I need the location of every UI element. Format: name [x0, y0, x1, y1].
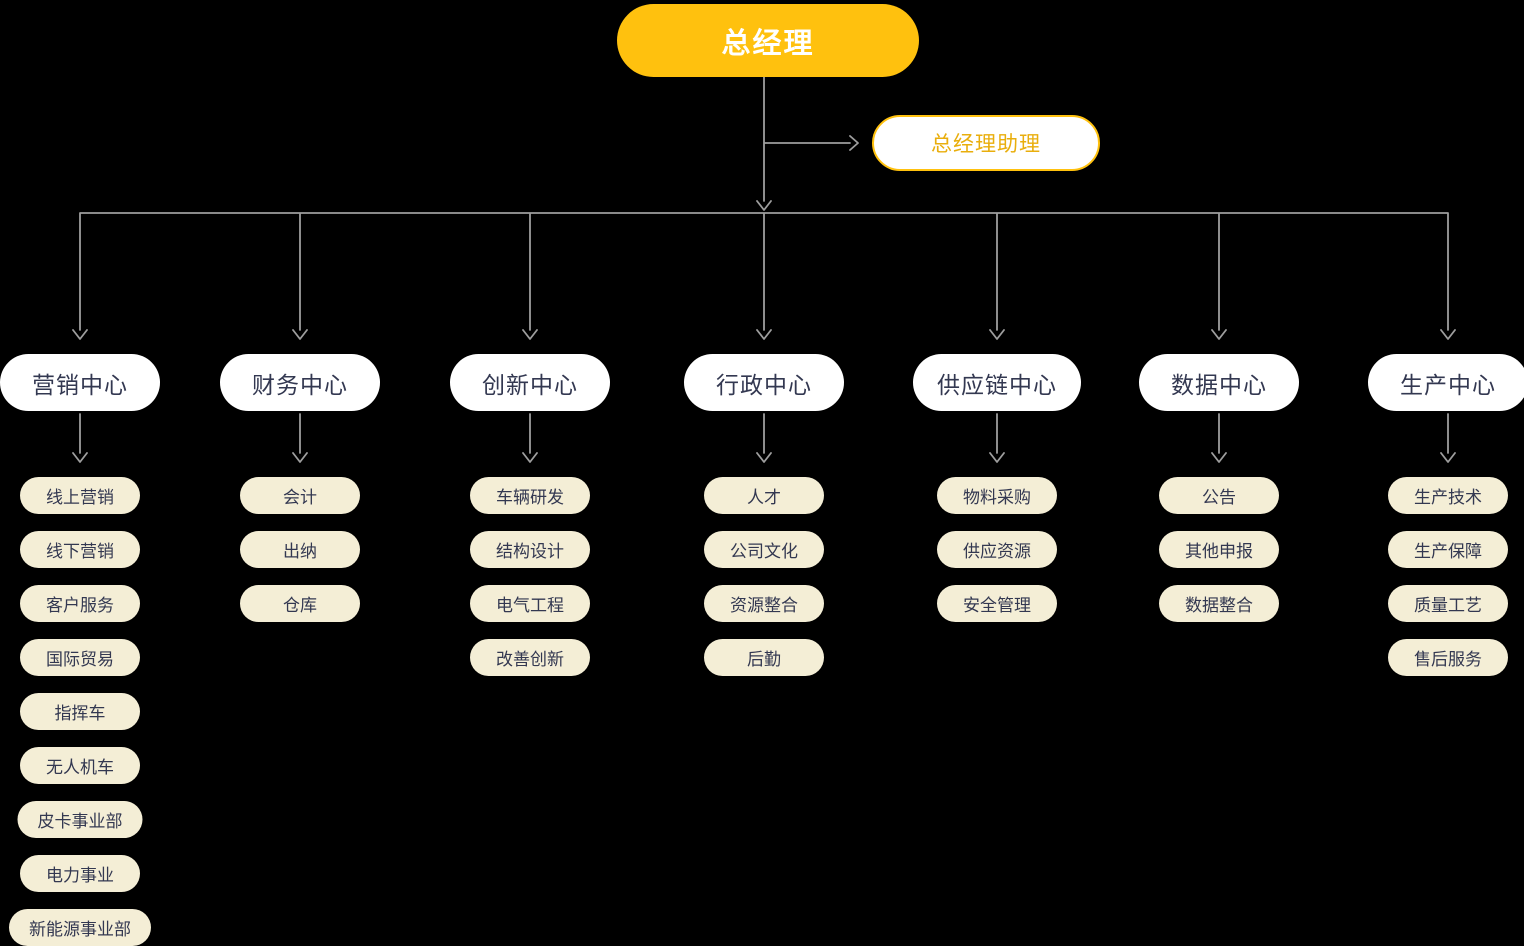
- sub-department-pill[interactable]: 新能源事业部: [9, 909, 151, 946]
- sub-department-pill[interactable]: 车辆研发: [470, 477, 590, 514]
- department-pill[interactable]: 营销中心: [0, 354, 160, 411]
- sub-department-pill[interactable]: 安全管理: [937, 585, 1057, 622]
- sub-department-pill[interactable]: 质量工艺: [1388, 585, 1508, 622]
- sub-department-pill[interactable]: 线下营销: [20, 531, 140, 568]
- sub-department-pill[interactable]: 出纳: [240, 531, 360, 568]
- root-node[interactable]: 总经理: [617, 4, 919, 77]
- sub-department-pill[interactable]: 结构设计: [470, 531, 590, 568]
- sub-department-pill[interactable]: 售后服务: [1388, 639, 1508, 676]
- sub-department-pill[interactable]: 会计: [240, 477, 360, 514]
- sub-department-pill[interactable]: 公告: [1159, 477, 1279, 514]
- sub-department-pill[interactable]: 指挥车: [20, 693, 140, 730]
- sub-department-pill[interactable]: 改善创新: [470, 639, 590, 676]
- department-pill[interactable]: 数据中心: [1139, 354, 1299, 411]
- sub-department-pill[interactable]: 皮卡事业部: [17, 801, 143, 838]
- sub-department-pill[interactable]: 数据整合: [1159, 585, 1279, 622]
- sub-department-pill[interactable]: 电气工程: [470, 585, 590, 622]
- department-pill[interactable]: 生产中心: [1368, 354, 1524, 411]
- assistant-node[interactable]: 总经理助理: [872, 115, 1100, 171]
- sub-department-pill[interactable]: 生产技术: [1388, 477, 1508, 514]
- department-pill[interactable]: 行政中心: [684, 354, 844, 411]
- sub-department-pill[interactable]: 供应资源: [937, 531, 1057, 568]
- sub-department-pill[interactable]: 资源整合: [704, 585, 824, 622]
- sub-department-pill[interactable]: 人才: [704, 477, 824, 514]
- sub-department-pill[interactable]: 线上营销: [20, 477, 140, 514]
- department-pill[interactable]: 创新中心: [450, 354, 610, 411]
- sub-department-pill[interactable]: 无人机车: [20, 747, 140, 784]
- sub-department-pill[interactable]: 国际贸易: [20, 639, 140, 676]
- sub-department-pill[interactable]: 物料采购: [937, 477, 1057, 514]
- sub-department-pill[interactable]: 客户服务: [20, 585, 140, 622]
- sub-department-pill[interactable]: 生产保障: [1388, 531, 1508, 568]
- sub-department-pill[interactable]: 后勤: [704, 639, 824, 676]
- sub-department-pill[interactable]: 电力事业: [20, 855, 140, 892]
- sub-department-pill[interactable]: 其他申报: [1159, 531, 1279, 568]
- sub-department-pill[interactable]: 公司文化: [704, 531, 824, 568]
- department-pill[interactable]: 供应链中心: [913, 354, 1081, 411]
- department-pill[interactable]: 财务中心: [220, 354, 380, 411]
- sub-department-pill[interactable]: 仓库: [240, 585, 360, 622]
